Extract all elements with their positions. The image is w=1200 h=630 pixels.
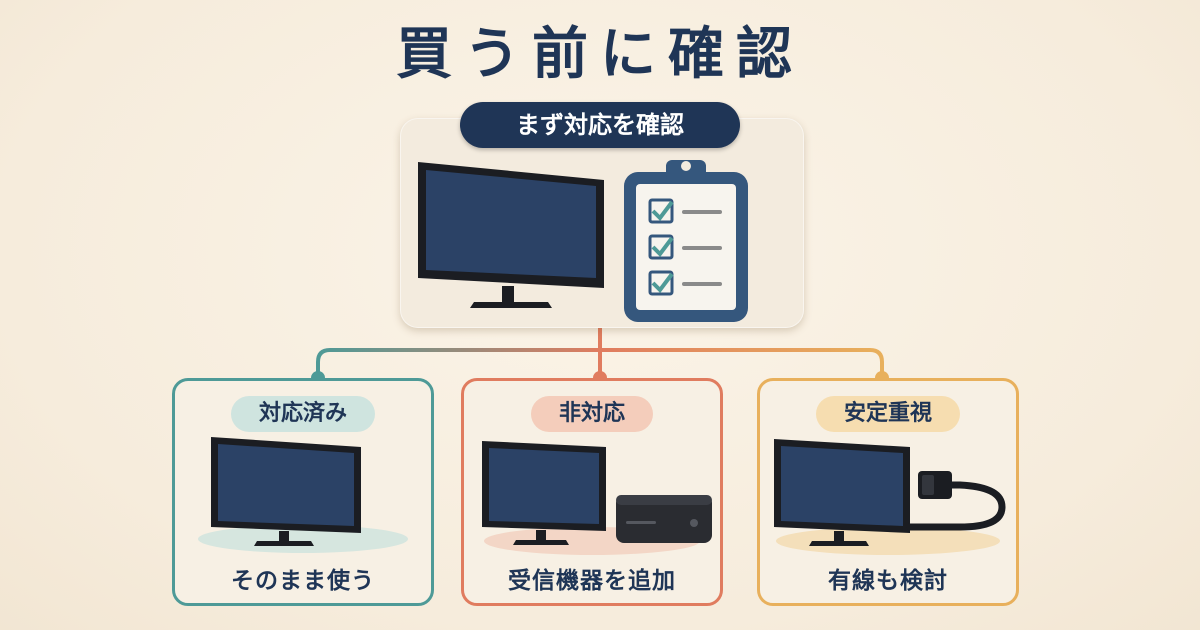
- receiver-box-icon: [616, 495, 712, 543]
- branch-card-supported: 対応済み そのまま使う: [172, 378, 434, 606]
- tv-icon: [482, 441, 606, 545]
- branch-caption: そのまま使う: [231, 568, 375, 594]
- branch-label: 非対応: [530, 396, 654, 432]
- ethernet-cable-icon: [906, 471, 1006, 531]
- page-title: 買う前に確認: [396, 21, 804, 87]
- top-card: [400, 118, 804, 328]
- top-step-label: まず対応を確認: [460, 102, 740, 148]
- tv-icon: [774, 439, 910, 546]
- branch-caption: 受信機器を追加: [508, 568, 676, 594]
- tv-icon: [211, 437, 361, 546]
- tv-icon: [418, 162, 604, 308]
- clipboard-checklist-icon: [624, 160, 748, 322]
- branch-label: 対応済み: [230, 396, 376, 432]
- branch-card-unsupported: 非対応 受信機器を追加: [461, 378, 723, 606]
- branch-label: 安定重視: [815, 396, 961, 432]
- branch-card-stability: 安定重視 有線も検討: [757, 378, 1019, 606]
- branch-caption: 有線も検討: [828, 568, 948, 594]
